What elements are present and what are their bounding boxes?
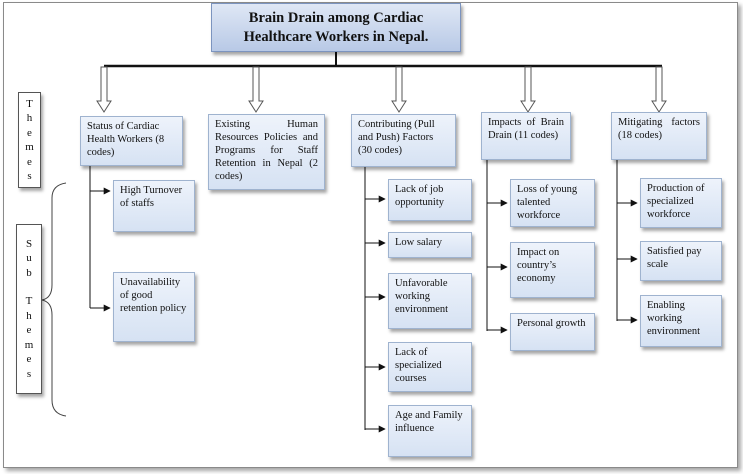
subtheme-enabling-working-environment: Enabling working environment: [640, 295, 722, 347]
diagram-title: Brain Drain among Cardiac Healthcare Wor…: [211, 3, 461, 52]
subtheme-personal-growth: Personal growth: [510, 313, 595, 351]
arrow-down-5: [651, 66, 667, 113]
subtheme-low-salary: Low salary: [388, 232, 472, 258]
theme-existing-hr-policies: Existing Human Resources Policies and Pr…: [208, 114, 325, 190]
arrow-down-2: [248, 66, 264, 113]
subtheme-age-and-family-influence: Age and Family influence: [388, 405, 472, 457]
arrow-down-4: [520, 66, 536, 113]
diagram-frame: [3, 2, 738, 468]
subtheme-high-turnover: High Turnover of staffs: [113, 180, 195, 232]
theme-status-of-cardiac-health-workers: Status of Cardiac Health Workers (8 code…: [80, 116, 183, 166]
arrow-down-1: [96, 66, 112, 113]
sub-themes-brace: [41, 182, 67, 417]
subtheme-unavailability-retention-policy: Unavailability of good retention policy: [113, 272, 195, 342]
subtheme-lack-of-specialized-courses: Lack of specialized courses: [388, 342, 472, 392]
arrow-down-3: [391, 66, 407, 113]
subtheme-lack-of-job-opportunity: Lack of job opportunity: [388, 179, 472, 221]
subtheme-unfavorable-working-environment: Unfavorable working environment: [388, 273, 472, 329]
themes-side-label: T h e m e s: [18, 92, 41, 188]
subtheme-loss-of-young-workforce: Loss of young talented workforce: [510, 179, 595, 227]
theme-contributing-factors: Contributing (Pull and Push) Factors (30…: [351, 114, 456, 167]
theme-impacts-of-brain-drain: Impacts of Brain Drain (11 codes): [481, 112, 571, 160]
theme-mitigating-factors: Mitigating factors (18 codes): [611, 112, 707, 160]
subtheme-impact-on-economy: Impact on country’s economy: [510, 242, 595, 298]
sub-themes-side-label: S u b T h e m e s: [16, 224, 42, 394]
subtheme-satisfied-pay-scale: Satisfied pay scale: [640, 241, 722, 281]
subtheme-production-specialized-workforce: Production of specialized workforce: [640, 178, 722, 228]
